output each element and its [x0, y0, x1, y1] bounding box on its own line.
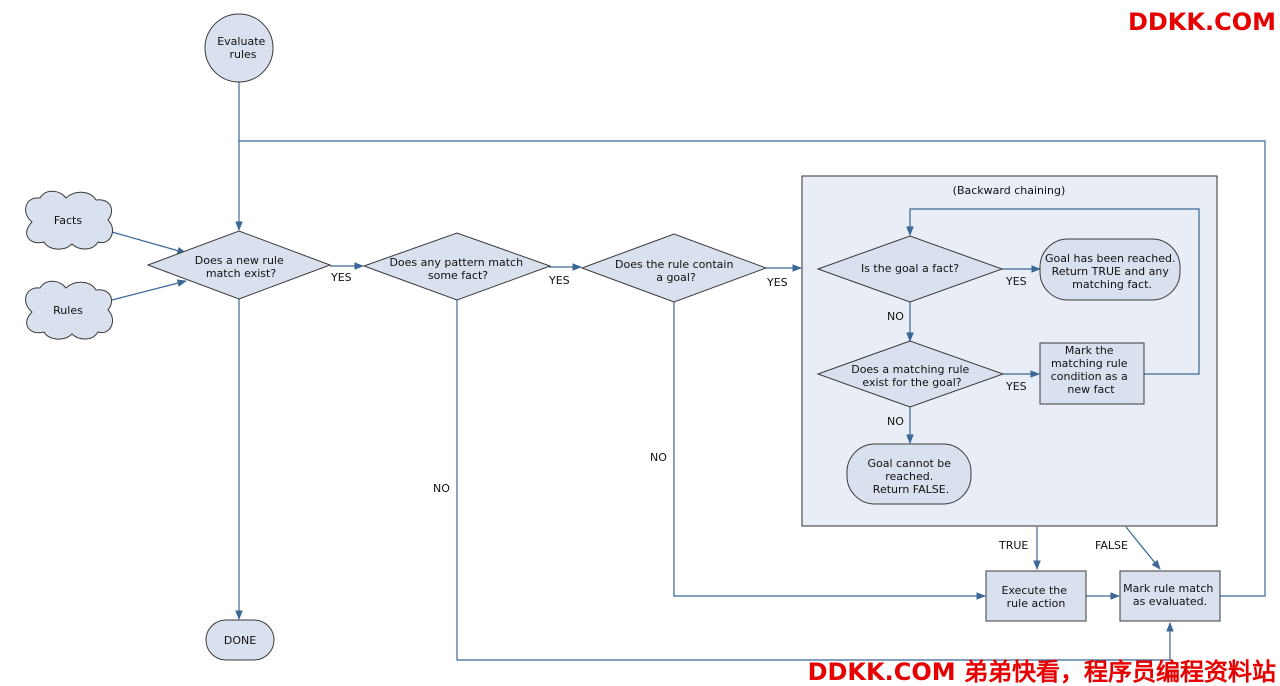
- edge-label-yes-2: YES: [548, 274, 570, 287]
- pattern-match-label: Does any pattern match some fact?: [389, 256, 526, 282]
- evaluate-rules-label: Evaluate rules: [217, 35, 269, 61]
- goal-is-fact-label: Is the goal a fact?: [861, 262, 959, 275]
- rule-contains-goal-decision: [580, 233, 768, 303]
- goal-not-reached-label: Goal cannot be reached. Return FALSE.: [867, 457, 954, 496]
- pattern-match-decision: [362, 232, 552, 301]
- new-rule-match-decision: [146, 230, 332, 300]
- facts-label: Facts: [54, 214, 82, 227]
- mark-new-fact-label: Mark the matching rule condition as a ne…: [1051, 344, 1132, 396]
- edge-label-no-1: NO: [433, 482, 450, 495]
- goal-not-reached-node: [846, 443, 972, 505]
- watermark-top: DDKK.COM: [1128, 8, 1276, 36]
- edge-d3-no-to-execute-action: [673, 302, 986, 600]
- new-rule-match-label: Does a new rule match exist?: [195, 254, 287, 280]
- edge-label-yes-4: YES: [1005, 275, 1027, 288]
- done-label: DONE: [224, 634, 256, 647]
- edge-facts-to-decision: [111, 231, 187, 255]
- mark-evaluated-label: Mark rule match as evaluated.: [1123, 582, 1217, 608]
- facts-cloud: [25, 190, 113, 250]
- edge-label-no-4: NO: [887, 415, 904, 428]
- evaluate-rules-node: [204, 13, 274, 83]
- backward-chaining-label: (Backward chaining): [953, 184, 1066, 197]
- edge-label-yes-5: YES: [1005, 380, 1027, 393]
- edge-mark-new-fact-loop: [906, 208, 1200, 375]
- edge-rules-to-decision: [111, 279, 187, 301]
- edge-label-true: TRUE: [998, 539, 1028, 552]
- goal-reached-label: Goal has been reached. Return TRUE and a…: [1045, 252, 1179, 291]
- edge-label-false: FALSE: [1095, 539, 1128, 552]
- done-node: [205, 619, 275, 661]
- mark-new-fact-node: [1039, 342, 1145, 405]
- matching-rule-exists-label: Does a matching rule exist for the goal?: [851, 363, 973, 389]
- edge-loop-back-to-top: [239, 140, 1266, 597]
- edge-label-yes-3: YES: [766, 276, 788, 289]
- rule-contains-goal-label: Does the rule contain a goal?: [615, 258, 737, 284]
- execute-action-node: [985, 570, 1087, 622]
- edge-false-to-mark-evaluated: [1125, 526, 1161, 570]
- edge-label-no-2: NO: [650, 451, 667, 464]
- edge-label-yes-1: YES: [330, 271, 352, 284]
- rules-label: Rules: [53, 304, 83, 317]
- rules-cloud: [25, 280, 113, 340]
- mark-evaluated-node: [1119, 570, 1221, 622]
- watermark-bottom: DDKK.COM 弟弟快看，程序员编程资料站: [808, 658, 1276, 686]
- goal-is-fact-decision: [816, 235, 1004, 303]
- execute-action-label: Execute the rule action: [1001, 584, 1070, 610]
- goal-reached-node: [1039, 238, 1181, 301]
- edge-d2-no-to-mark-evaluated: [456, 300, 1174, 661]
- edge-label-no-3: NO: [887, 310, 904, 323]
- matching-rule-exists-decision: [816, 340, 1005, 408]
